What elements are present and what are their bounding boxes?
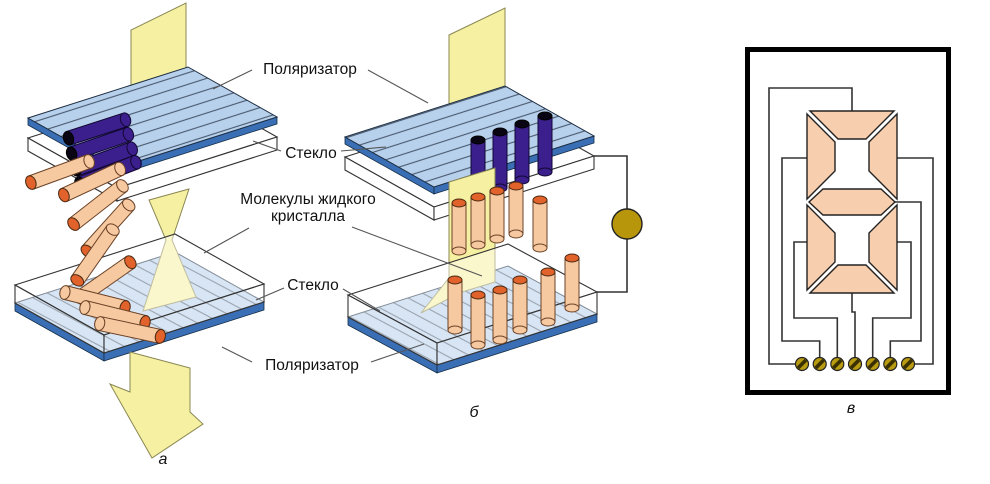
contact-icon	[794, 356, 810, 372]
diagram-a	[13, 2, 279, 459]
power-source-icon	[611, 208, 643, 240]
contact-icon	[865, 356, 880, 372]
contact-icon	[900, 356, 916, 372]
segment-e	[806, 203, 836, 292]
light-beam-out-icon	[108, 351, 204, 459]
diagram-b	[343, 7, 643, 374]
contact-icon	[847, 356, 863, 372]
caption-v: в	[847, 400, 855, 417]
labels: Поляризатор Стекло Молекулы жидкого крис…	[159, 61, 856, 468]
wire-segment-a	[768, 87, 853, 365]
label-glass-bottom: Стекло	[287, 277, 339, 294]
circuit	[594, 155, 643, 293]
segment-b	[868, 112, 898, 201]
contact-row	[794, 356, 916, 372]
lc-molecules-a	[25, 154, 166, 344]
label-molecules-line2: кристалла	[271, 208, 345, 225]
label-glass-top: Стекло	[285, 145, 337, 162]
lc-molecules-b	[447, 181, 580, 350]
display-panel-border	[745, 47, 951, 395]
wire-segment-f	[781, 157, 821, 358]
wire-segment-e	[793, 241, 839, 358]
wire-segment-g	[889, 201, 922, 358]
segment-f	[806, 112, 836, 201]
contact-icon	[883, 356, 898, 372]
segment-d	[808, 264, 896, 294]
light-twist-icon	[142, 188, 197, 312]
contact-icon	[812, 356, 827, 372]
wire-segment-c	[871, 241, 912, 358]
circuit-wire-bottom	[597, 239, 628, 293]
wire-segment-d	[851, 293, 856, 358]
segment-g	[807, 188, 897, 216]
diagram-v	[745, 47, 951, 395]
segment-a	[808, 110, 896, 140]
wire-segment-b	[896, 157, 934, 365]
caption-a: а	[159, 451, 168, 468]
circuit-wire-top	[594, 155, 628, 209]
caption-b: б	[470, 404, 480, 421]
label-polarizer-bottom: Поляризатор	[265, 357, 359, 374]
label-polarizer-top: Поляризатор	[263, 61, 357, 78]
segment-c	[868, 203, 898, 292]
contact-icon	[830, 356, 845, 372]
label-molecules-line1: Молекулы жидкого	[240, 191, 375, 208]
